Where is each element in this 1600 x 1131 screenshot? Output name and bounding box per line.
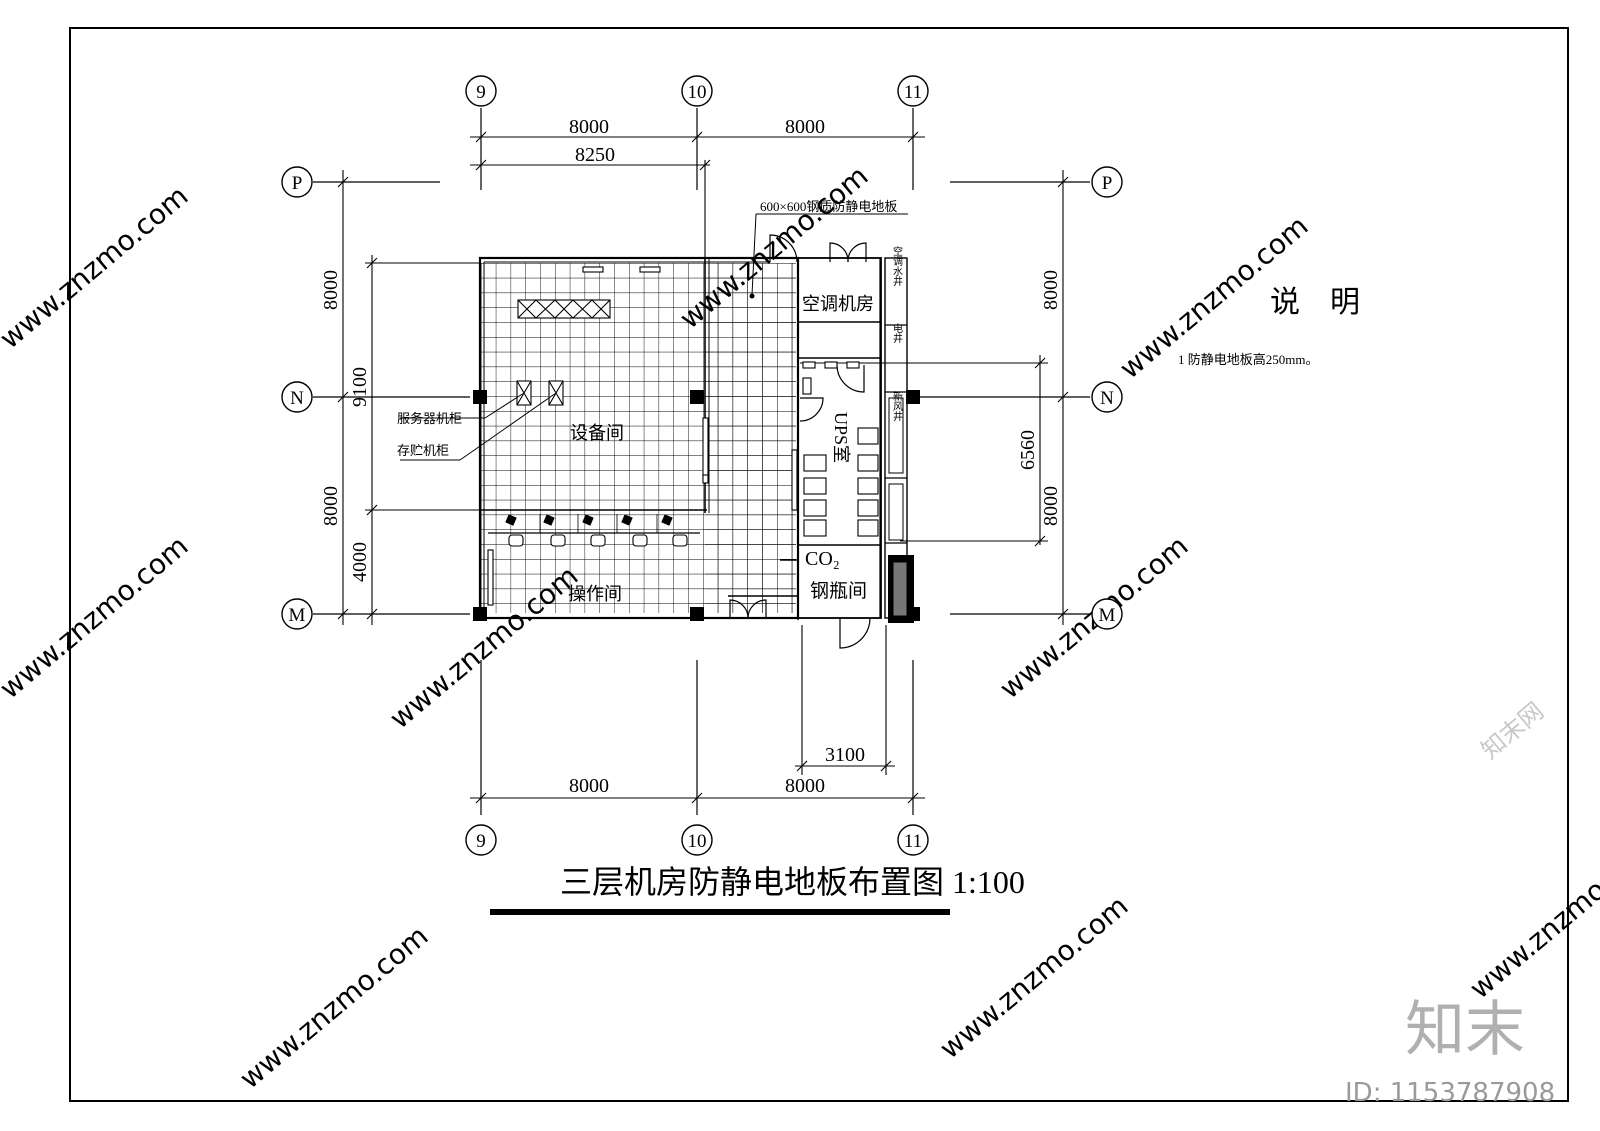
axis-bubble-M-left [281,598,313,630]
axis-bubble-11-top [897,75,929,107]
room-label-ups: UPS室 [831,412,851,463]
label-floor-spec: 600×600钢质防静电地板 [760,199,897,214]
axis-label-N-left: N [290,388,304,409]
dim-left-span-1: 8000 [320,270,342,310]
axis-bubble-P-right [1091,166,1123,198]
axis-label-9-bottom: 9 [476,831,486,852]
watermark-text: www.znzmo.com [233,919,434,1095]
axis-label-P-left: P [292,173,303,194]
axis-label-M-right: M [1099,605,1116,626]
dim-left-inner-1: 9100 [349,367,371,407]
dim-right-span-2: 8000 [1040,486,1062,526]
watermark-text: www.znzmo.com [0,529,194,705]
axis-label-P-right: P [1102,173,1113,194]
room-label-ac-room: 空调机房 [802,294,874,314]
axis-label-9-top: 9 [476,82,486,103]
drawing-frame [69,27,1569,1102]
axis-label-10-top: 10 [688,82,707,103]
axis-label-M-left: M [289,605,306,626]
notes-heading: 说 明 [1270,286,1360,319]
axis-bubble-9-top [465,75,497,107]
axis-label-11-top: 11 [904,82,922,103]
axis-label-10-bottom: 10 [688,831,707,852]
watermark-text: www.znzmo.com [933,889,1134,1065]
notes-item-1: 1 防静电地板高250mm。 [1178,352,1318,367]
equipment-symbols [487,266,879,606]
dim-bottom-span-1: 8000 [569,775,609,797]
axis-bubble-10-top [681,75,713,107]
watermark-text: www.znzmo.com [0,179,194,355]
dim-left-inner-2: 4000 [349,542,371,582]
dim-right-inner: 6560 [1017,430,1039,470]
watermark-layer: www.znzmo.com www.znzmo.com www.znzmo.co… [0,159,1600,1095]
dim-bottom-span-2: 8000 [785,775,825,797]
room-label-operation: 操作间 [568,584,622,604]
label-server-cabinet: 服务器机柜 [397,411,462,426]
shaft-label-fresh-air: 新风井 [891,390,903,422]
watermark-brand: 知末网 [1476,697,1549,765]
title-underline [490,909,950,915]
axis-bubbles [281,75,1123,856]
leader-lines [400,213,908,461]
dim-top-span-1: 8000 [569,116,609,138]
room-label-co2-cylinder: 钢瓶间 [810,580,867,602]
dim-top-span-2: 8000 [785,116,825,138]
axis-bubble-10-bottom [681,824,713,856]
cabinet-row [517,299,611,319]
dim-bottom-inner: 3100 [825,744,865,766]
shaft-label-electrical: 电井 [891,322,903,344]
watermark-logo: 知末 [1405,995,1525,1065]
room-label-equipment: 设备间 [570,423,624,443]
dimension-lines [337,131,1069,804]
axis-bubble-N-left [281,381,313,413]
drawing-title: 三层机房防静电地板布置图 1:100 [560,864,1025,900]
axis-bubble-9-bottom [465,824,497,856]
watermark-text: www.znzmo.com [1463,829,1600,1005]
axis-bubble-M-right [1091,598,1123,630]
operator-workstations [505,514,688,547]
corridor-floor [705,263,796,613]
axis-bubble-11-bottom [897,824,929,856]
axis-lines [313,108,1090,815]
dim-left-span-2: 8000 [320,486,342,526]
axis-bubble-P-left [281,166,313,198]
label-storage-cabinet: 存贮机柜 [397,443,449,458]
axis-label-11-bottom: 11 [904,831,922,852]
dim-top-inner: 8250 [575,144,615,166]
dim-right-span-1: 8000 [1040,270,1062,310]
doors [729,234,871,649]
axis-bubble-N-right [1091,381,1123,413]
room-label-co2: CO₂ [805,548,840,570]
shaft-label-ac-water: 空调水井 [891,245,903,287]
watermark-id: ID: 1153787908 [1345,1078,1555,1108]
axis-label-N-right: N [1100,388,1114,409]
